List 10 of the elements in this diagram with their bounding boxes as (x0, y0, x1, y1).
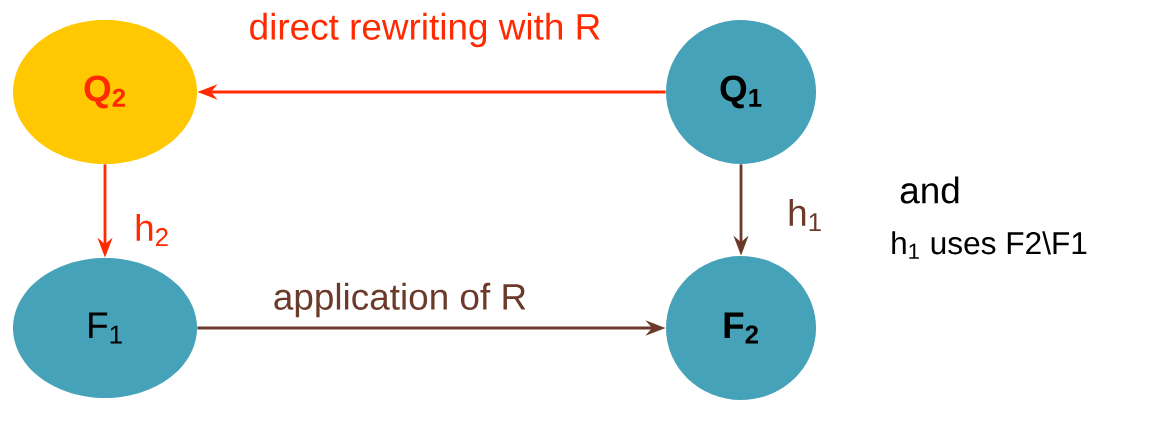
ellipse-node: F$_{2}$ (666, 256, 816, 400)
edge-label: application of R (274, 282, 526, 318)
note-text: and (900, 176, 959, 204)
ellipse-node: Q$_{1}$ (666, 20, 816, 164)
note-text: h$_{1}$ uses F2\F1 (892, 231, 1087, 259)
edge-label: h$_{2}$ (136, 213, 168, 247)
edge-label: direct rewriting with R (250, 12, 600, 48)
edge-label: h$_{1}$ (789, 198, 821, 232)
ellipse-node: Q$_{2}$ (13, 20, 197, 164)
ellipse-node: F$_{1}$ (13, 258, 197, 398)
